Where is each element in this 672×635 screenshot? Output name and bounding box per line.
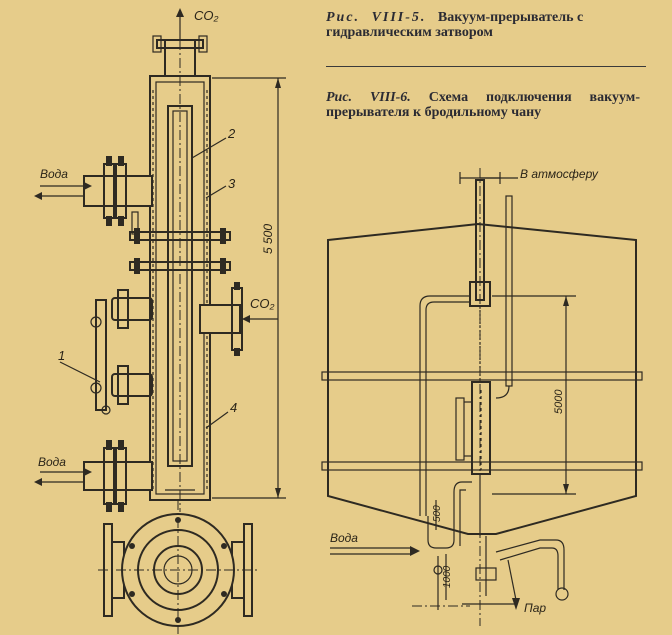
level-gauge	[95, 299, 107, 411]
figure1-label: Рис.	[326, 10, 361, 25]
label-water-bottom: Вода	[38, 455, 66, 469]
caption-divider	[326, 66, 646, 67]
figure1-title: Вакуум-прерыватель с гидравлическим затв…	[326, 10, 584, 40]
figure2-caption: Рис. VIII-6. Схема подключения вакуум-пр…	[326, 90, 640, 120]
label-water-top: Вода	[40, 167, 68, 181]
level-gauge-glass	[455, 397, 465, 461]
figure2-number: VIII-6.	[369, 90, 411, 105]
label-height-5000: 5000	[553, 389, 565, 414]
label-part2: 2	[227, 126, 236, 141]
vacuum-breaker-drawing: CO₂ CO₂ Вода Вода 2 3 4 1 5 500	[34, 8, 286, 634]
plan-view	[98, 500, 258, 634]
label-part1: 1	[58, 348, 65, 363]
co2-side-pipe	[199, 304, 241, 334]
arrow-left-icon	[34, 478, 42, 486]
arrow-left-icon	[242, 315, 250, 323]
figure2-label: Рис.	[326, 90, 353, 105]
label-steam: Пар	[524, 601, 546, 615]
vacuum-breaker	[471, 381, 491, 475]
label-to-atmosphere: В атмосферу	[520, 167, 599, 181]
water-inlet-bottom-pipe	[83, 461, 153, 491]
arrow-left-icon	[34, 192, 42, 200]
water-inlet-top-pipe	[83, 175, 153, 207]
figure1-caption: Рис. VIII-5. Вакуум-прерыватель с гидрав…	[326, 10, 656, 40]
inner-tube	[167, 105, 193, 467]
label-part4: 4	[230, 400, 237, 415]
figure1-number: VIII-5.	[371, 10, 427, 25]
fermentation-tank	[327, 222, 637, 535]
figure2-title: Схема подключения вакуум-прерывателя к б…	[326, 90, 640, 120]
label-height-1000: 1000	[442, 565, 453, 588]
label-part3: 3	[228, 176, 236, 191]
connection-scheme-drawing: В атмосферу Вода Пар 5000 1000 500	[321, 167, 643, 626]
label-height-5500: 5 500	[261, 224, 275, 254]
label-water: Вода	[330, 531, 358, 545]
label-height-500: 500	[432, 505, 443, 522]
label-co2-top: CO₂	[194, 8, 219, 23]
label-co2-side: CO₂	[250, 296, 275, 311]
arrow-up-icon	[176, 8, 184, 17]
